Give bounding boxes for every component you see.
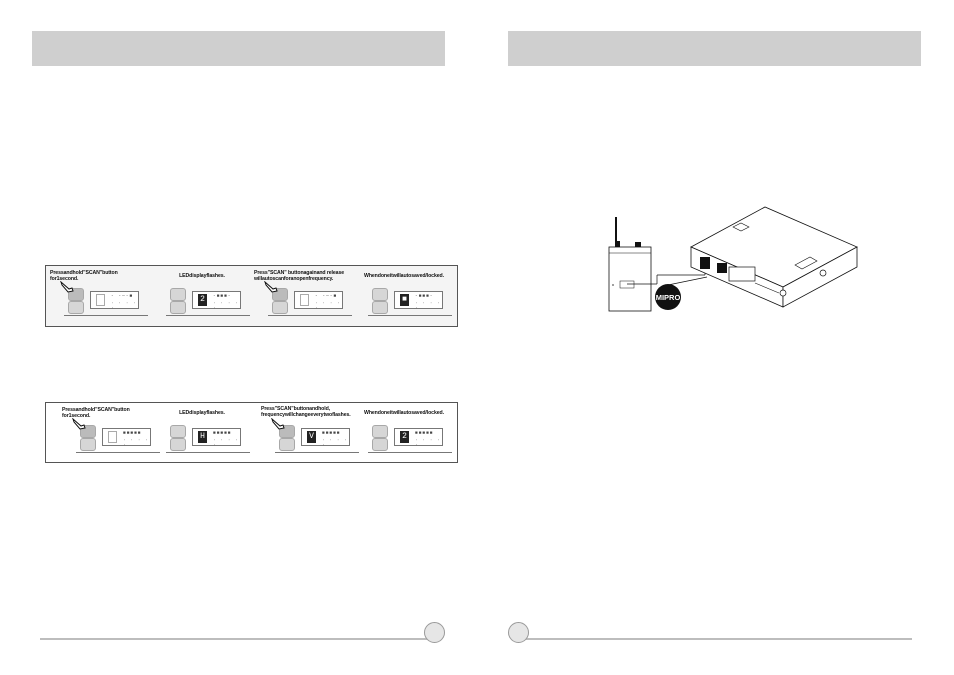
lcd-segments-top: ■■■■■: [213, 431, 232, 436]
lcd-digit: [96, 294, 105, 306]
step-underline: [268, 315, 352, 316]
lcd-digit: V: [307, 431, 316, 443]
procedure1-step-1: Pressandhold"SCAN"button for1second. - -…: [50, 266, 150, 326]
step-underline: [275, 452, 359, 453]
lcd-digit: H: [198, 431, 207, 443]
right-page-footer-line: [518, 638, 912, 640]
step-underline: [76, 452, 160, 453]
receiver-unit-icon: [690, 206, 858, 308]
left-page-header-bar: [32, 31, 445, 66]
lcd-segments-bottom: · · · · ·: [315, 301, 341, 311]
step-caption: Pressandhold"SCAN"button for1second.: [62, 407, 130, 419]
lcd-segments-top: -■■■-: [415, 294, 434, 299]
lcd-digit: ■: [400, 294, 409, 306]
lcd-display: - -—-■ · · · · ·: [90, 291, 139, 311]
procedure1-step-4: Whendoneitwillautosaved/locked. ■ -■■■- …: [354, 266, 454, 326]
left-page-number-circle: [424, 622, 445, 643]
step-underline: [166, 452, 250, 453]
lcd-digit: [300, 294, 309, 306]
lcd-segments-top: ■■■■■: [322, 431, 341, 436]
lcd-display: 2 ■■■■■ · · · · ·: [394, 428, 443, 448]
pressing-hand-icon: [271, 418, 285, 430]
lcd-segments-top: - -—-■: [111, 294, 134, 299]
step-underline: [368, 452, 452, 453]
lcd-segments-bottom: · · · · ·: [123, 438, 149, 448]
lcd-digit: [108, 431, 117, 443]
step-underline: [368, 315, 452, 316]
pressing-hand-icon: [72, 418, 86, 430]
lcd-segments-bottom: · · · · ·: [415, 301, 441, 311]
lcd-segments-bottom: · · · · ·: [415, 438, 441, 448]
pressing-hand-icon: [264, 281, 278, 293]
step-underline: [166, 315, 250, 316]
lcd-segments-top: -■■■-: [213, 294, 232, 299]
left-page-footer-line: [40, 638, 438, 640]
step-caption: LEDdisplayflashes.: [179, 273, 225, 279]
mipro-logo-badge: MIPRO: [655, 284, 681, 310]
lcd-display: ■■■■■ · · · · ·: [102, 428, 151, 448]
lcd-segments-bottom: · · · · ·: [213, 301, 239, 311]
step-caption: Pressandhold"SCAN"button for1second.: [50, 270, 118, 282]
procedure2-step-4: Whendoneitwillautosaved/locked. 2 ■■■■■ …: [354, 403, 454, 462]
lcd-display: H ■■■■■ · · · · ·: [192, 428, 241, 448]
lcd-display: - -—-■ · · · · ·: [294, 291, 343, 311]
lcd-display: ■ -■■■- · · · · ·: [394, 291, 443, 311]
lcd-digit: 2: [198, 294, 207, 306]
procedure2-step-3: Press"SCAN"buttonandhold, frequencywillc…: [261, 403, 361, 462]
step-underline: [64, 315, 148, 316]
lcd-display: V ■■■■■ · · · · ·: [301, 428, 350, 448]
lcd-segments-top: ■■■■■: [415, 431, 434, 436]
step-caption: Press"SCAN" buttonagainand release willa…: [254, 270, 345, 282]
step-caption: Press"SCAN"buttonandhold, frequencywillc…: [261, 406, 351, 418]
step-caption: Whendoneitwillautosaved/locked.: [364, 273, 444, 279]
lcd-segments-bottom: · · · · ·: [322, 438, 348, 448]
bodypack-transmitter-icon: [608, 217, 652, 312]
procedure1-step-2: LEDdisplayflashes. 2 -■■■- · · · · ·: [152, 266, 252, 326]
mipro-logo-text: MIPRO: [656, 293, 681, 302]
lcd-display: 2 -■■■- · · · · ·: [192, 291, 241, 311]
pressing-hand-icon: [60, 281, 74, 293]
transmitter-receiver-illustration: MIPRO: [608, 206, 858, 312]
lcd-segments-bottom: · · · · ·: [213, 438, 239, 448]
right-page-header-bar: [508, 31, 921, 66]
procedure2-step-2: LEDdisplayflashes. H ■■■■■ · · · · ·: [152, 403, 252, 462]
scan-procedure-strip-2: Pressandhold"SCAN"button for1second. ■■■…: [45, 402, 458, 463]
lcd-digit: 2: [400, 431, 409, 443]
lcd-segments-top: ■■■■■: [123, 431, 142, 436]
procedure2-step-1: Pressandhold"SCAN"button for1second. ■■■…: [62, 403, 162, 462]
scan-procedure-strip-1: Pressandhold"SCAN"button for1second. - -…: [45, 265, 458, 327]
step-caption: LEDdisplayflashes.: [179, 410, 225, 416]
procedure1-step-3: Press"SCAN" buttonagainand release willa…: [254, 266, 354, 326]
lcd-segments-top: - -—-■: [315, 294, 338, 299]
right-page-number-circle: [508, 622, 529, 643]
step-caption: Whendoneitwillautosaved/locked.: [364, 410, 444, 416]
lcd-segments-bottom: · · · · ·: [111, 301, 137, 311]
